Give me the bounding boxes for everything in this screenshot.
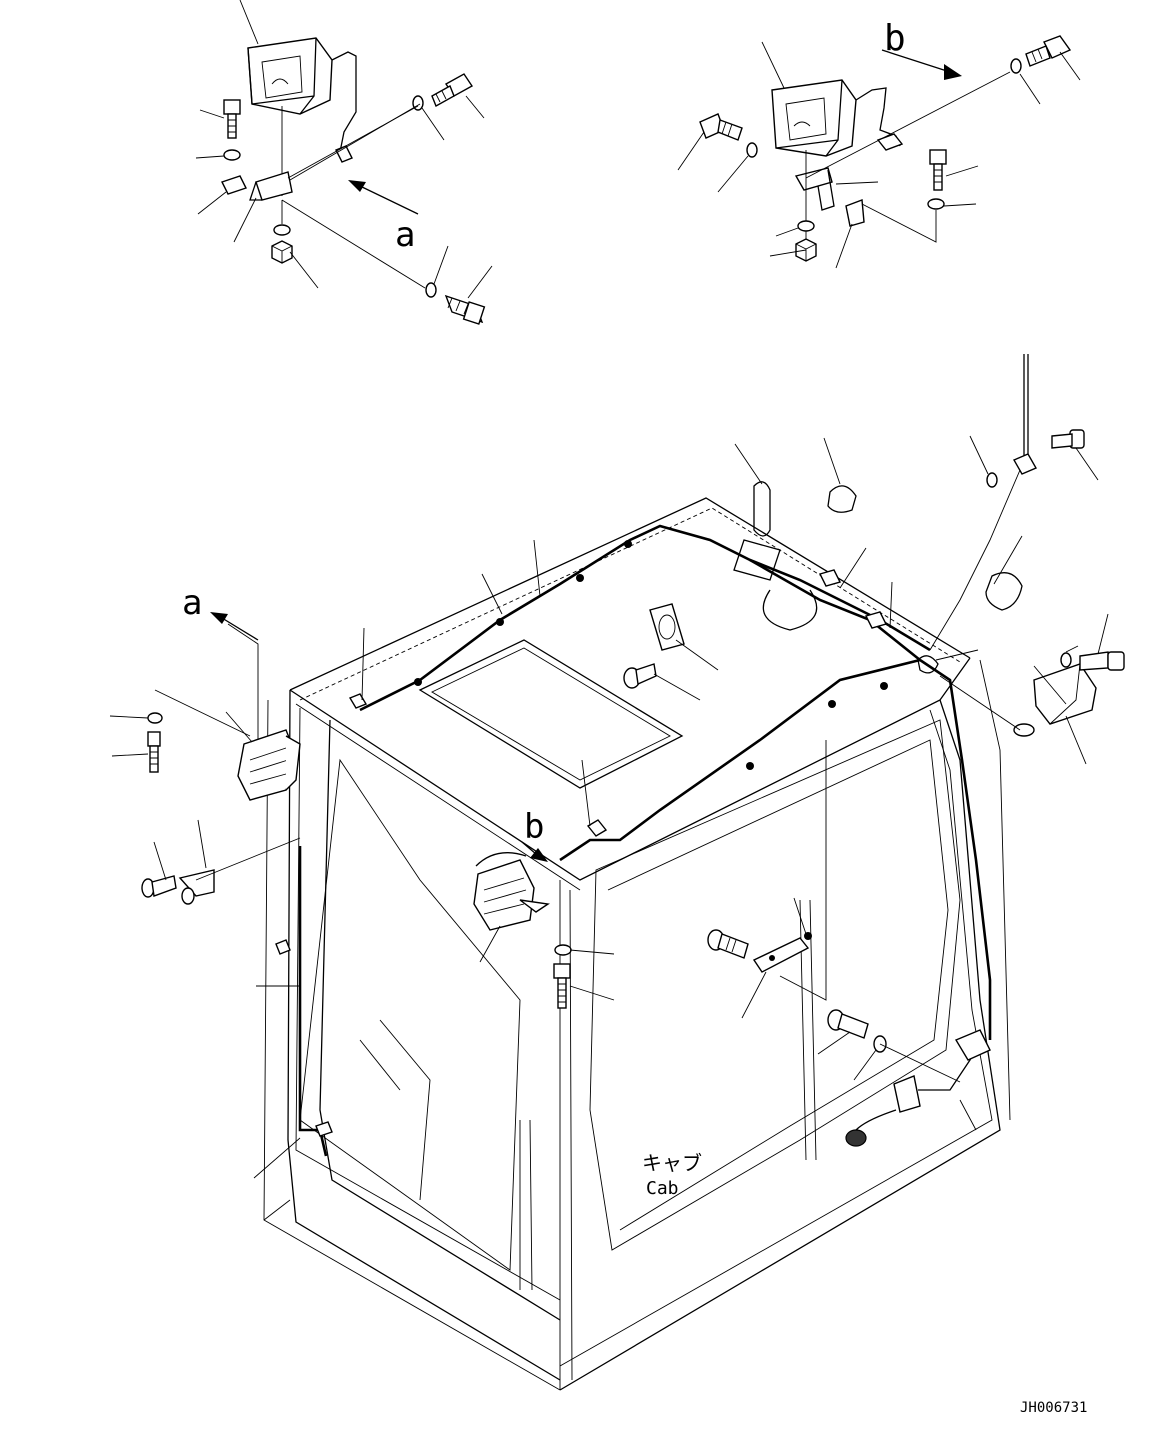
clip-b (845, 199, 865, 227)
clip-left-pillar (275, 939, 291, 955)
grommet-right (917, 655, 939, 674)
clip-roof-rear-2 (864, 611, 888, 629)
nut-a (271, 240, 293, 264)
cab-label-jp: キャブ (642, 1151, 702, 1175)
gasket-1 (827, 485, 857, 513)
washer-b2 (1010, 58, 1022, 74)
clip-left-roof (348, 693, 368, 709)
roof-bolt (623, 663, 657, 689)
washer-b3 (927, 198, 945, 210)
rear-lamp (1013, 663, 1097, 737)
detail-view-a: a (195, 0, 493, 325)
bolt-a3 (444, 294, 486, 325)
cab-assembly: キャブ Cab (263, 497, 1011, 1391)
washer-main-b (554, 944, 572, 956)
plate-center (752, 937, 810, 973)
bolt-right-lower (827, 1009, 869, 1039)
clip-left-lower (315, 1121, 333, 1137)
drawing-number: JH006731 (1020, 1400, 1087, 1416)
main-lamp-b (473, 852, 550, 931)
view-label-b-top: b (884, 18, 906, 59)
view-label-a-main: a (182, 583, 202, 623)
washer-a3 (425, 282, 437, 298)
washer-main-a (147, 712, 163, 724)
washer-a1 (223, 149, 241, 161)
antenna-bolt (1051, 429, 1085, 449)
clip-a (221, 175, 247, 195)
washer-rear-lamp (1060, 652, 1072, 668)
antenna (985, 354, 1085, 611)
bolt-b1 (699, 113, 743, 141)
bolt-a2 (431, 73, 474, 107)
rear-connector (845, 1029, 991, 1147)
washer-b4 (797, 220, 815, 232)
cab-label-en: Cab (646, 1178, 679, 1199)
work-lamp-a (247, 37, 333, 115)
bolt-main-a (147, 731, 161, 773)
view-label-a-top: a (395, 215, 415, 255)
main-lamp-a (237, 729, 301, 801)
bracket-left-pillar (178, 837, 301, 905)
bolt-b3 (929, 149, 947, 191)
detail-view-b: b (677, 18, 1081, 269)
clip-roof-rear (818, 569, 842, 587)
bracket-a (249, 171, 293, 201)
clip-front-roof (586, 819, 608, 837)
bolt-rear-lamp (1079, 651, 1125, 671)
bracket-b (794, 167, 835, 211)
wiring-harness (298, 469, 1021, 1157)
bolt-center (707, 929, 749, 959)
antenna-gasket (985, 572, 1023, 611)
grommet-plate (649, 603, 685, 651)
washer-a4 (273, 224, 291, 236)
view-label-b-main: b (524, 807, 544, 847)
screw-center (804, 932, 812, 940)
bolt-left-pillar (141, 875, 177, 898)
bolt-main-b (553, 963, 571, 1009)
bolt-b2 (1025, 35, 1072, 67)
washer-b1 (746, 142, 758, 158)
work-lamp-b (771, 79, 857, 157)
antenna-washer (986, 472, 998, 488)
bolt-a1 (223, 99, 241, 139)
